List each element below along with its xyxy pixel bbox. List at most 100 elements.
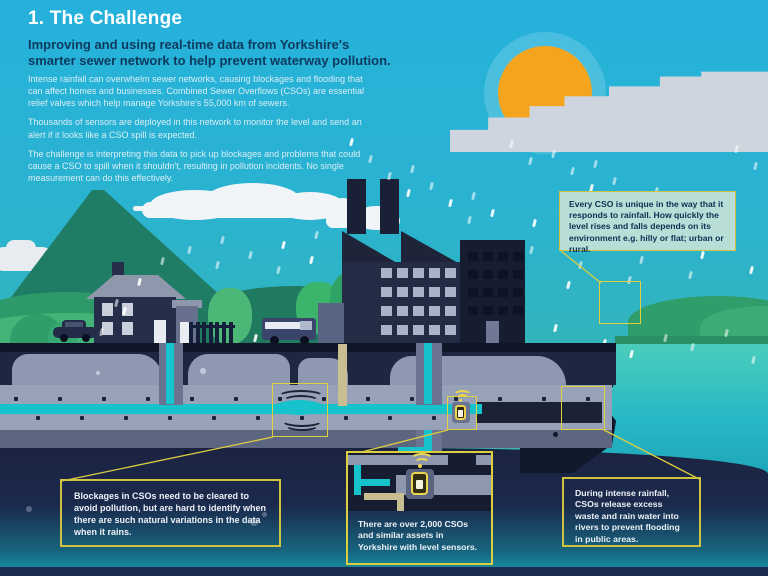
- pipe-rivet: [212, 416, 216, 420]
- pipe-rivet: [256, 416, 260, 420]
- bottom-bar: [0, 567, 768, 576]
- factory-shed: [318, 303, 344, 344]
- house-window: [122, 303, 133, 316]
- factory-window: [413, 306, 424, 316]
- car-window: [65, 322, 83, 328]
- pipe-rivet: [168, 416, 172, 420]
- mini-wifi-icon: [414, 458, 430, 469]
- car-body: [53, 327, 97, 338]
- fence-post: [195, 322, 200, 343]
- callout-blockages: Blockages in CSOs need to be cleared to …: [60, 479, 281, 547]
- factory-window: [445, 325, 456, 335]
- factory-window: [397, 287, 408, 297]
- factory-window: [397, 325, 408, 335]
- drain-pipe-lower: [424, 430, 432, 452]
- van-stripe: [265, 322, 301, 329]
- house-window: [102, 322, 113, 335]
- pipe-rivet: [476, 416, 480, 420]
- hill-right-base: [615, 336, 768, 346]
- callout-sensors-text: There are over 2,000 CSOs and similar as…: [358, 519, 478, 552]
- factory-tower-window: [483, 270, 493, 279]
- factory-tower-window: [483, 288, 493, 297]
- car-wheel: [82, 334, 90, 342]
- factory-tower-window: [513, 270, 523, 279]
- house-extension-roof: [172, 300, 202, 308]
- mini-ceiling-gap: [448, 455, 476, 465]
- factory-tower-window: [468, 252, 478, 261]
- factory-window: [413, 287, 424, 297]
- pipe-rivet: [498, 397, 502, 401]
- factory-tower-window: [498, 252, 508, 261]
- bubble: [26, 506, 32, 512]
- pipe-rivet: [80, 416, 84, 420]
- blockage-bulge: [274, 400, 324, 415]
- callout-sensors: There are over 2,000 CSOs and similar as…: [346, 451, 493, 565]
- factory-tower-window: [468, 306, 478, 315]
- wifi-signal-icon: [456, 394, 469, 404]
- sewer-interior-dark: [476, 402, 602, 423]
- bubble: [262, 512, 267, 517]
- wifi-dot-icon: [459, 399, 462, 402]
- pipe-rivet: [344, 416, 348, 420]
- mini-teal-pipe: [354, 479, 390, 486]
- highlight-rainfall: [599, 281, 641, 324]
- van-windshield: [300, 321, 312, 330]
- paragraph-2: Thousands of sensors are deployed in thi…: [28, 117, 362, 140]
- factory-window: [429, 268, 440, 278]
- cloud-streak: [133, 206, 167, 211]
- drain-pipe: [424, 343, 432, 404]
- earth-pocket: [12, 354, 162, 385]
- factory-window: [429, 306, 440, 316]
- factory-window: [381, 287, 392, 297]
- fence-post: [222, 322, 226, 343]
- fence: [189, 321, 237, 343]
- drain-pipe-lower: [398, 447, 432, 454]
- sensor-core: [458, 410, 463, 417]
- mini-beige-pipe: [364, 493, 404, 500]
- drain-pipe: [166, 343, 174, 404]
- van-wheel: [270, 336, 279, 345]
- pipe-rivet: [388, 416, 392, 420]
- pipe-rivet: [124, 416, 128, 420]
- fence-post: [228, 322, 233, 343]
- highlight-blockage: [272, 383, 328, 437]
- factory-window: [397, 306, 408, 316]
- factory-tower-window: [513, 288, 523, 297]
- pipe-rivet: [564, 416, 568, 420]
- house-chimney: [112, 262, 124, 278]
- pipe-rivet: [102, 397, 106, 401]
- pebble-dark: [184, 450, 189, 455]
- paragraph-1: Intense rainfall can overwhelm sewer net…: [28, 74, 364, 109]
- pebble: [96, 371, 100, 375]
- mini-sensor-core: [416, 480, 423, 489]
- fence-post: [189, 322, 193, 343]
- factory-window: [413, 325, 424, 335]
- white-cloud: [142, 202, 347, 218]
- wifi-signal-icon: [453, 390, 472, 402]
- factory-tower-window: [468, 270, 478, 279]
- factory-window: [381, 268, 392, 278]
- fence-post: [215, 322, 220, 343]
- factory-door: [486, 321, 499, 344]
- sewer-water-flow: [0, 404, 482, 414]
- factory-tower-window: [513, 252, 523, 261]
- mini-wifi-icon: [410, 453, 434, 467]
- pipe-rivet: [410, 397, 414, 401]
- highlight-sensor: [447, 396, 477, 430]
- factory-window: [445, 268, 456, 278]
- beige-pipe: [338, 344, 347, 406]
- fence-post: [202, 322, 207, 343]
- factory-window: [429, 287, 440, 297]
- factory-window: [445, 287, 456, 297]
- small-cloud: [6, 240, 36, 256]
- paragraph-3: The challenge is interpreting this data …: [28, 148, 361, 183]
- page-subtitle: Improving and using real-time data from …: [28, 37, 391, 68]
- pipe-rivet: [366, 397, 370, 401]
- sewer-lower-band: [0, 430, 612, 448]
- callout-rainfall: During intense rainfall, CSOs release ex…: [562, 477, 701, 547]
- callout-cso-unique: Every CSO is unique in the way that it r…: [559, 191, 736, 254]
- sensor-zoom-scene: [348, 453, 491, 511]
- bubble: [250, 518, 258, 526]
